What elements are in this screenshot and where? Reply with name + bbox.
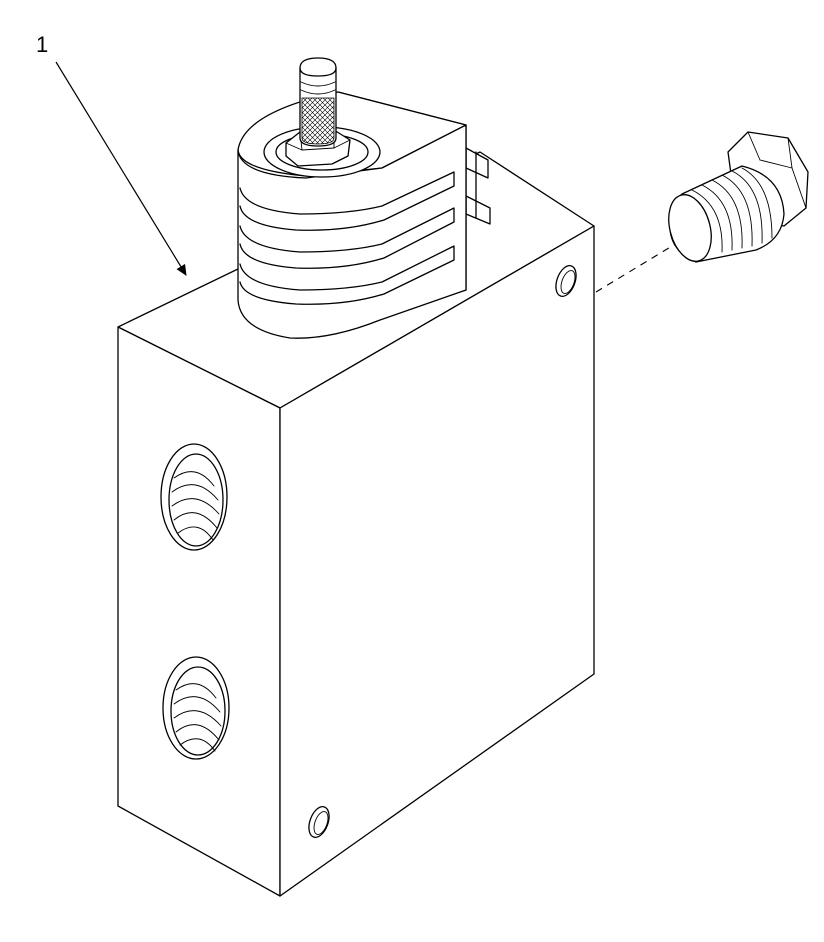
hex-plug-icon (668, 131, 809, 263)
body-left-face (117, 326, 281, 897)
coil-fins (239, 171, 455, 305)
mount-hole-top (555, 265, 577, 297)
mount-hole-bottom (308, 806, 330, 838)
callout-leader-1 (55, 61, 187, 276)
coil-front-cylinder (237, 124, 467, 339)
upper-port (160, 443, 228, 551)
knurled-knob-icon (299, 57, 337, 147)
callout-number-1: 1 (36, 32, 49, 57)
valve-body (117, 151, 595, 897)
body-front-face (279, 225, 595, 897)
assembly-dashed-line (595, 239, 683, 293)
plug-threads (691, 167, 773, 253)
solenoid-coil (237, 57, 491, 339)
lower-port (162, 656, 230, 760)
